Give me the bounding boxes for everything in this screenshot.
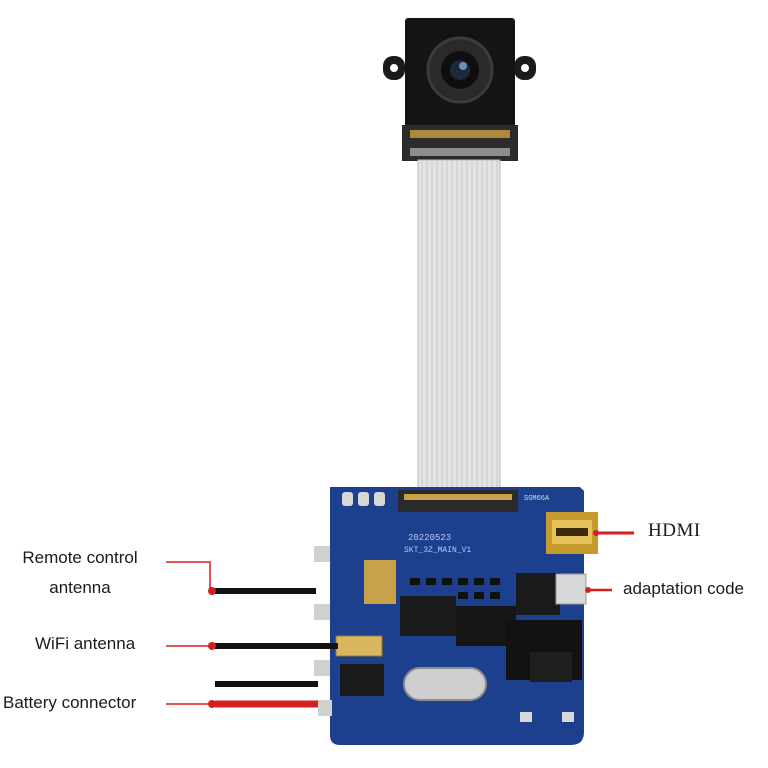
remote-control-antenna-label: Remote control antenna xyxy=(4,548,156,598)
hdmi-label: HDMI xyxy=(648,520,701,541)
main-pcb: 20220523 SKT_3Z_MAIN_V1 SGM66A xyxy=(314,487,598,745)
remote-callout-line xyxy=(166,561,211,591)
callouts xyxy=(166,530,634,708)
ribbon-cable xyxy=(417,159,501,499)
board-ribbon-connector xyxy=(398,490,518,512)
camera-flex-connector xyxy=(402,125,518,161)
crystal-oscillator xyxy=(403,667,487,701)
wires xyxy=(215,588,338,708)
pcb-date-code: 20220523 xyxy=(408,533,451,543)
wifi-antenna-label: WiFi antenna xyxy=(35,634,136,653)
battery-connector-label: Battery connector xyxy=(3,693,137,712)
camera-head xyxy=(383,18,536,130)
adaptation-code-label: adaptation code xyxy=(623,579,744,598)
remote-control-label-line2: antenna xyxy=(49,578,111,597)
remote-control-label-line1: Remote control xyxy=(22,548,138,567)
pcb-corner-mark: SGM66A xyxy=(524,495,550,503)
pcb-board-code: SKT_3Z_MAIN_V1 xyxy=(404,546,471,555)
